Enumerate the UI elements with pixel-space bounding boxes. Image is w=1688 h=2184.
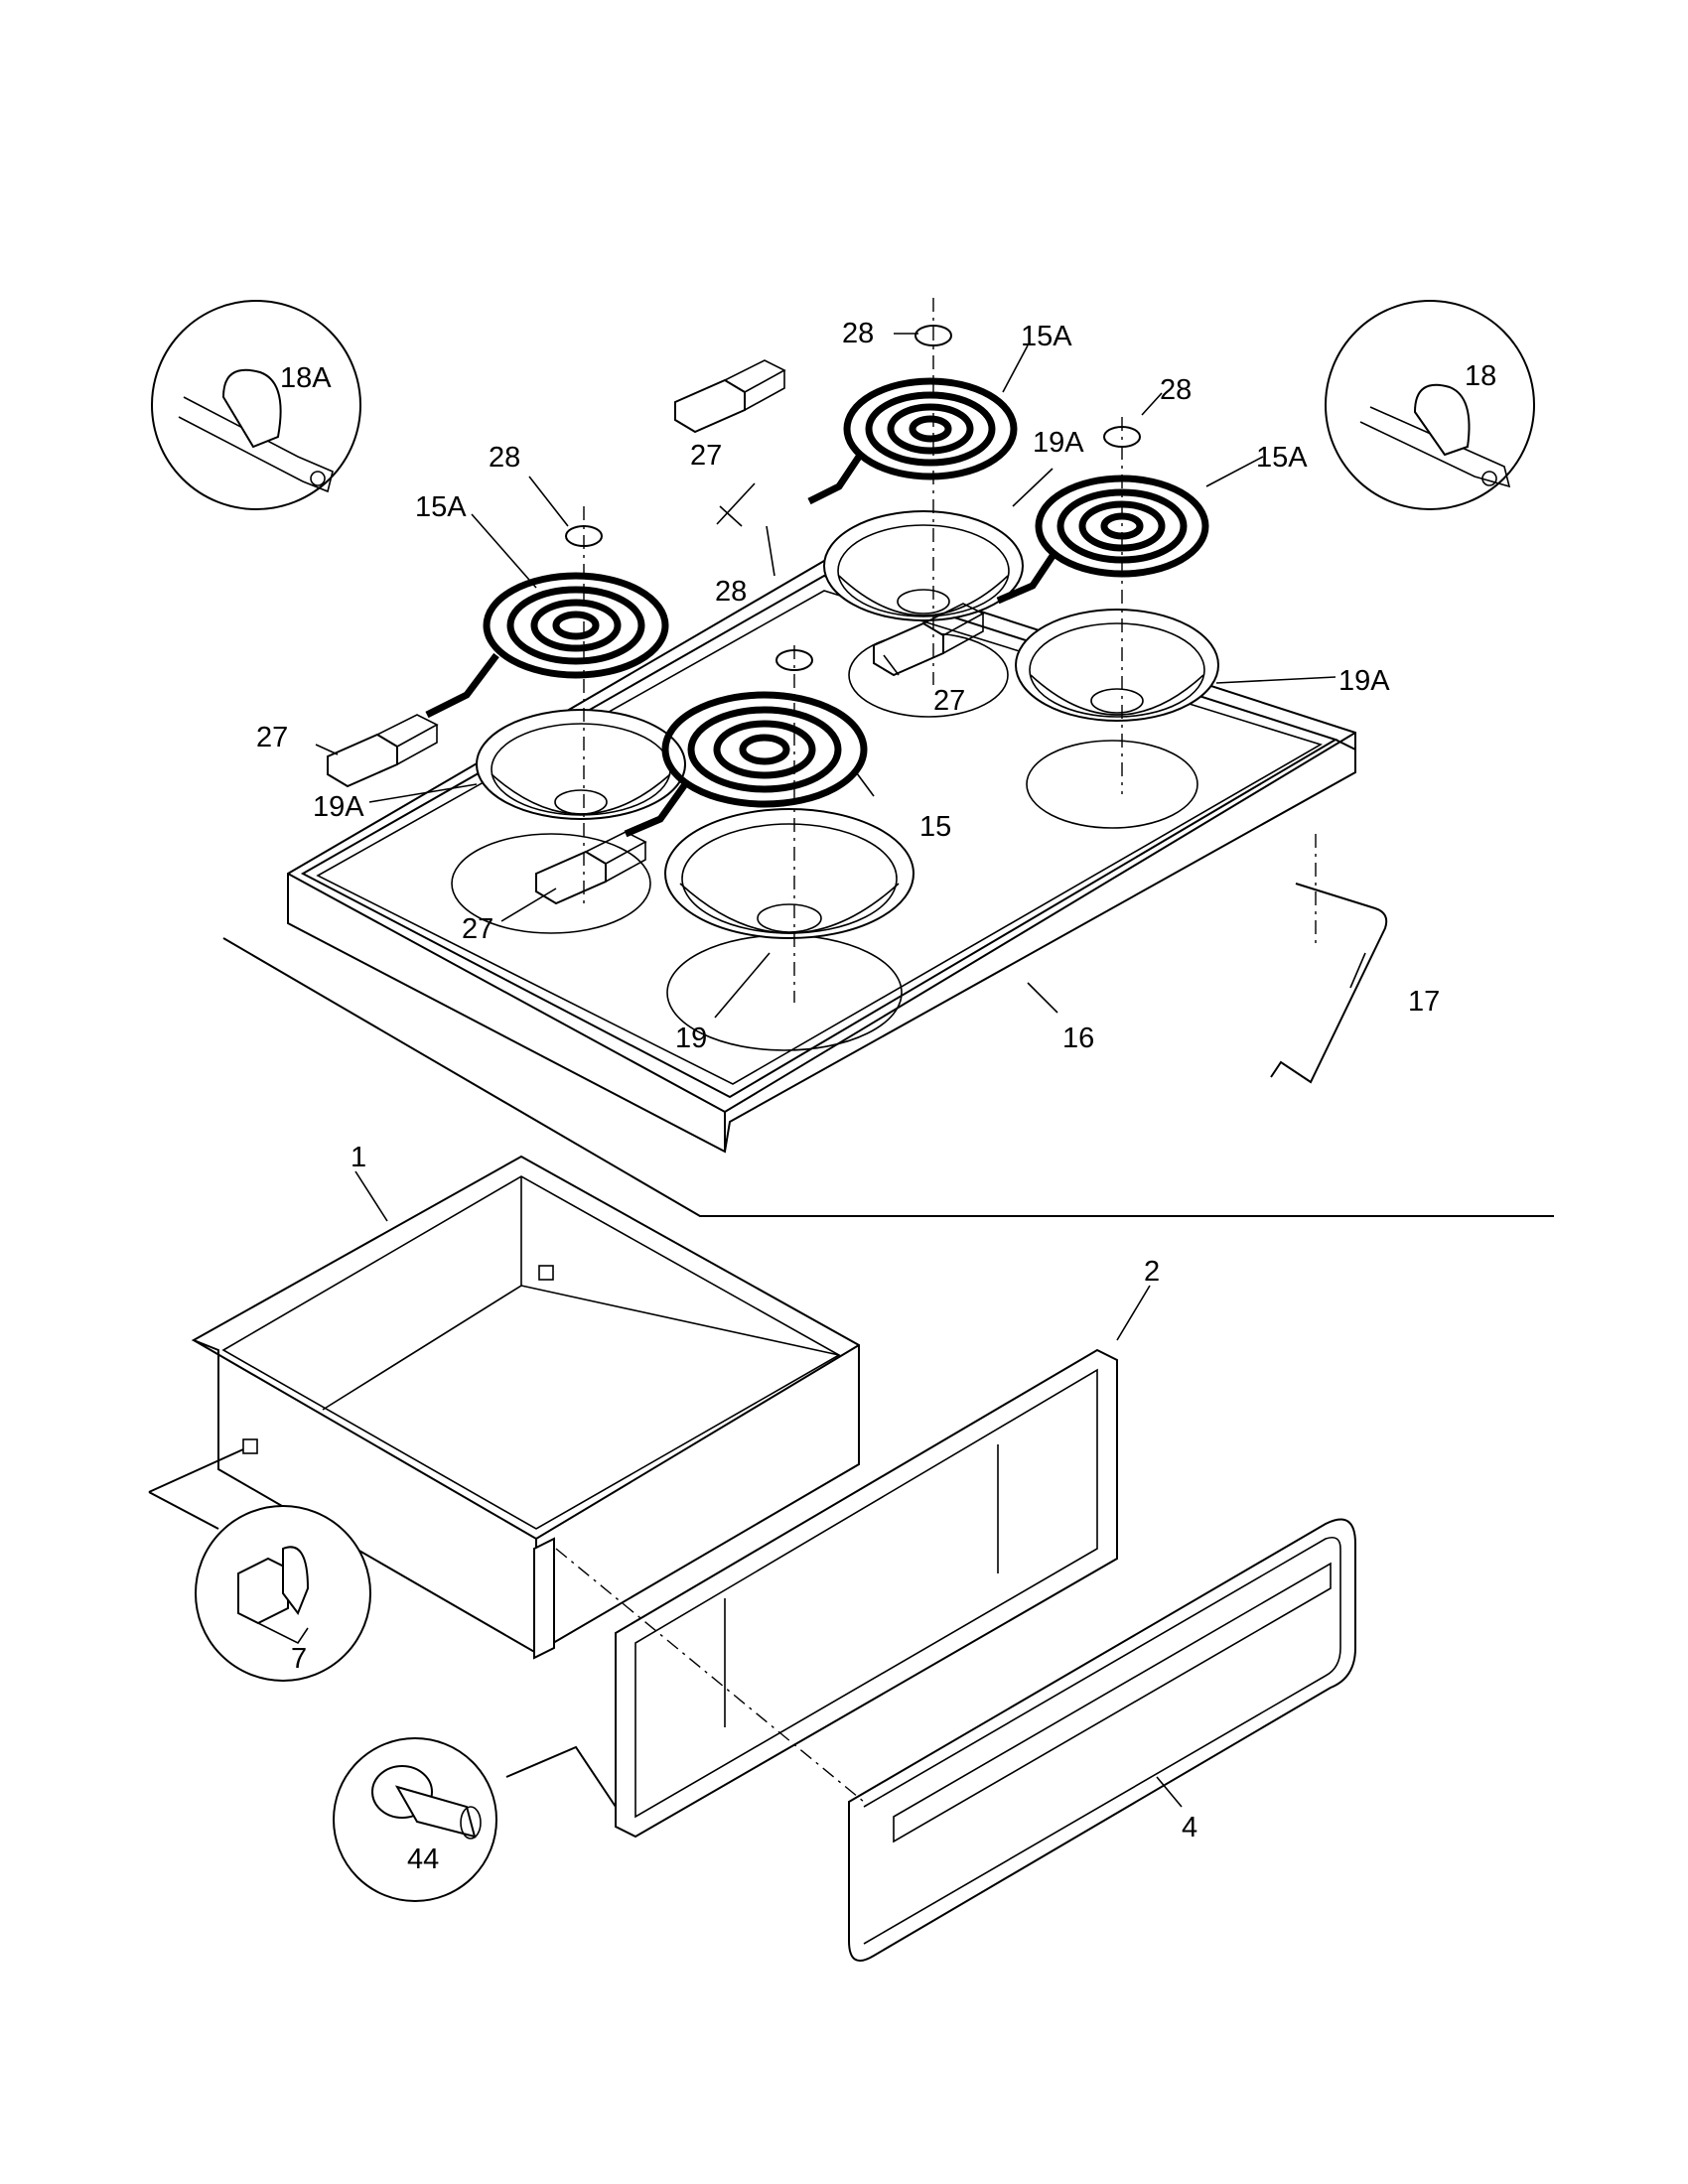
label-15a-right: 15A bbox=[1256, 442, 1308, 474]
callout-labels: 18A 18 28 15A 27 19A 27 19 27 28 28 15A … bbox=[256, 318, 1496, 1875]
drip-bowl-19 bbox=[664, 808, 914, 939]
label-4: 4 bbox=[1182, 1812, 1197, 1843]
drawer-front-4 bbox=[848, 1518, 1356, 1962]
label-28-mid: 28 bbox=[715, 576, 747, 608]
drip-bowl-19a-left bbox=[476, 709, 686, 820]
drawer-panel-2 bbox=[615, 1348, 1118, 1839]
label-19: 19 bbox=[675, 1023, 707, 1054]
detail-18a bbox=[151, 300, 361, 510]
receptacle-27-left bbox=[327, 714, 439, 788]
detail-18 bbox=[1325, 300, 1535, 510]
surface-element-15a-top bbox=[807, 377, 1018, 505]
detail-44 bbox=[333, 1737, 497, 1902]
leader-lines bbox=[148, 333, 1366, 1808]
section-divider bbox=[222, 937, 1554, 1217]
label-19a-right: 19A bbox=[1338, 665, 1390, 697]
support-rod-17 bbox=[1270, 883, 1388, 1084]
label-27-top: 27 bbox=[690, 440, 722, 472]
label-15a-left: 15A bbox=[415, 491, 467, 523]
surface-element-15 bbox=[624, 691, 868, 838]
label-27-bottom: 27 bbox=[933, 685, 965, 717]
cooktop-assembly bbox=[287, 298, 1388, 1154]
label-17: 17 bbox=[1408, 986, 1440, 1018]
drawer-body-1 bbox=[191, 1155, 860, 1660]
label-28-left: 28 bbox=[489, 442, 520, 474]
label-18a: 18A bbox=[280, 362, 332, 394]
surface-element-15a-right bbox=[996, 475, 1209, 605]
drawer-centerline bbox=[555, 1548, 865, 1803]
label-7: 7 bbox=[291, 1643, 307, 1675]
receptacle-27-top bbox=[674, 359, 786, 434]
label-44: 44 bbox=[407, 1843, 439, 1875]
label-27-left: 27 bbox=[256, 722, 288, 753]
drip-bowl-19a-right bbox=[1015, 609, 1219, 722]
label-15: 15 bbox=[919, 811, 951, 843]
label-28-right: 28 bbox=[1160, 374, 1192, 406]
assembly-centerlines bbox=[583, 298, 1317, 1003]
surface-element-15a-left bbox=[425, 572, 669, 719]
label-27-mid: 27 bbox=[462, 913, 493, 945]
label-15a-top: 15A bbox=[1021, 321, 1072, 352]
label-2: 2 bbox=[1144, 1256, 1160, 1288]
label-28-top: 28 bbox=[842, 318, 874, 349]
label-1: 1 bbox=[351, 1142, 366, 1173]
drawer-assembly bbox=[191, 1155, 1356, 1962]
label-19a-top: 19A bbox=[1033, 427, 1084, 459]
label-19a-left: 19A bbox=[313, 791, 364, 823]
label-16: 16 bbox=[1062, 1023, 1094, 1054]
label-18: 18 bbox=[1465, 360, 1496, 392]
drip-bowl-19a-top bbox=[823, 510, 1024, 621]
detail-7 bbox=[195, 1505, 371, 1682]
receptacle-27-bottom bbox=[873, 603, 985, 677]
